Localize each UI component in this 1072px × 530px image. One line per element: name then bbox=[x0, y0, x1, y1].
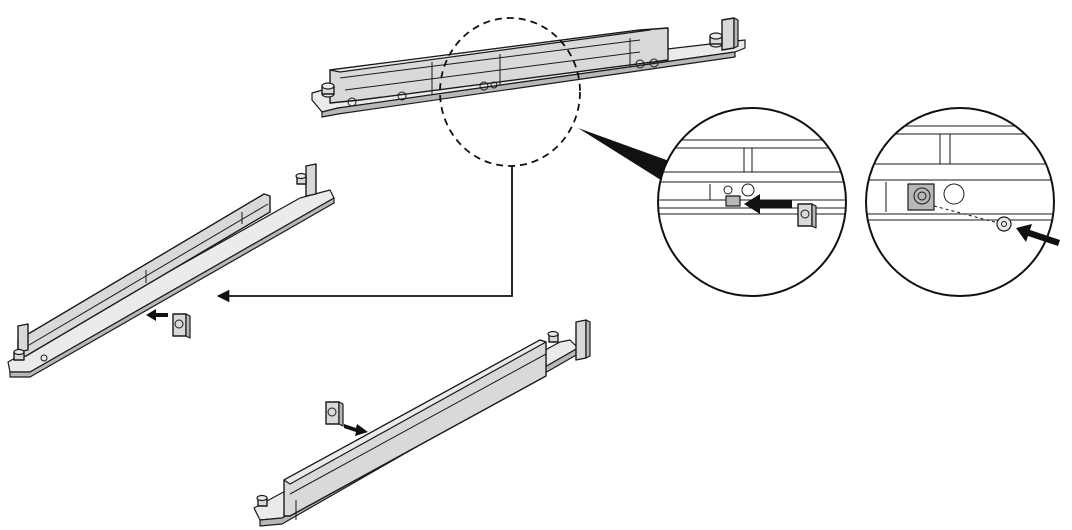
bottom-rail bbox=[253, 319, 591, 527]
cage-nut-bottom bbox=[325, 401, 344, 427]
callout-wedge bbox=[578, 128, 672, 182]
detail-highlight-circle bbox=[439, 17, 581, 167]
detail-view-1 bbox=[657, 107, 847, 297]
detail-view-2 bbox=[865, 107, 1060, 297]
top-rail-assembly bbox=[311, 17, 746, 118]
insert-arrow-icon bbox=[146, 309, 168, 321]
left-rail bbox=[7, 163, 335, 378]
remove-arrow-icon bbox=[344, 424, 368, 436]
cage-nut-left bbox=[172, 313, 191, 339]
leader-line bbox=[216, 166, 513, 303]
